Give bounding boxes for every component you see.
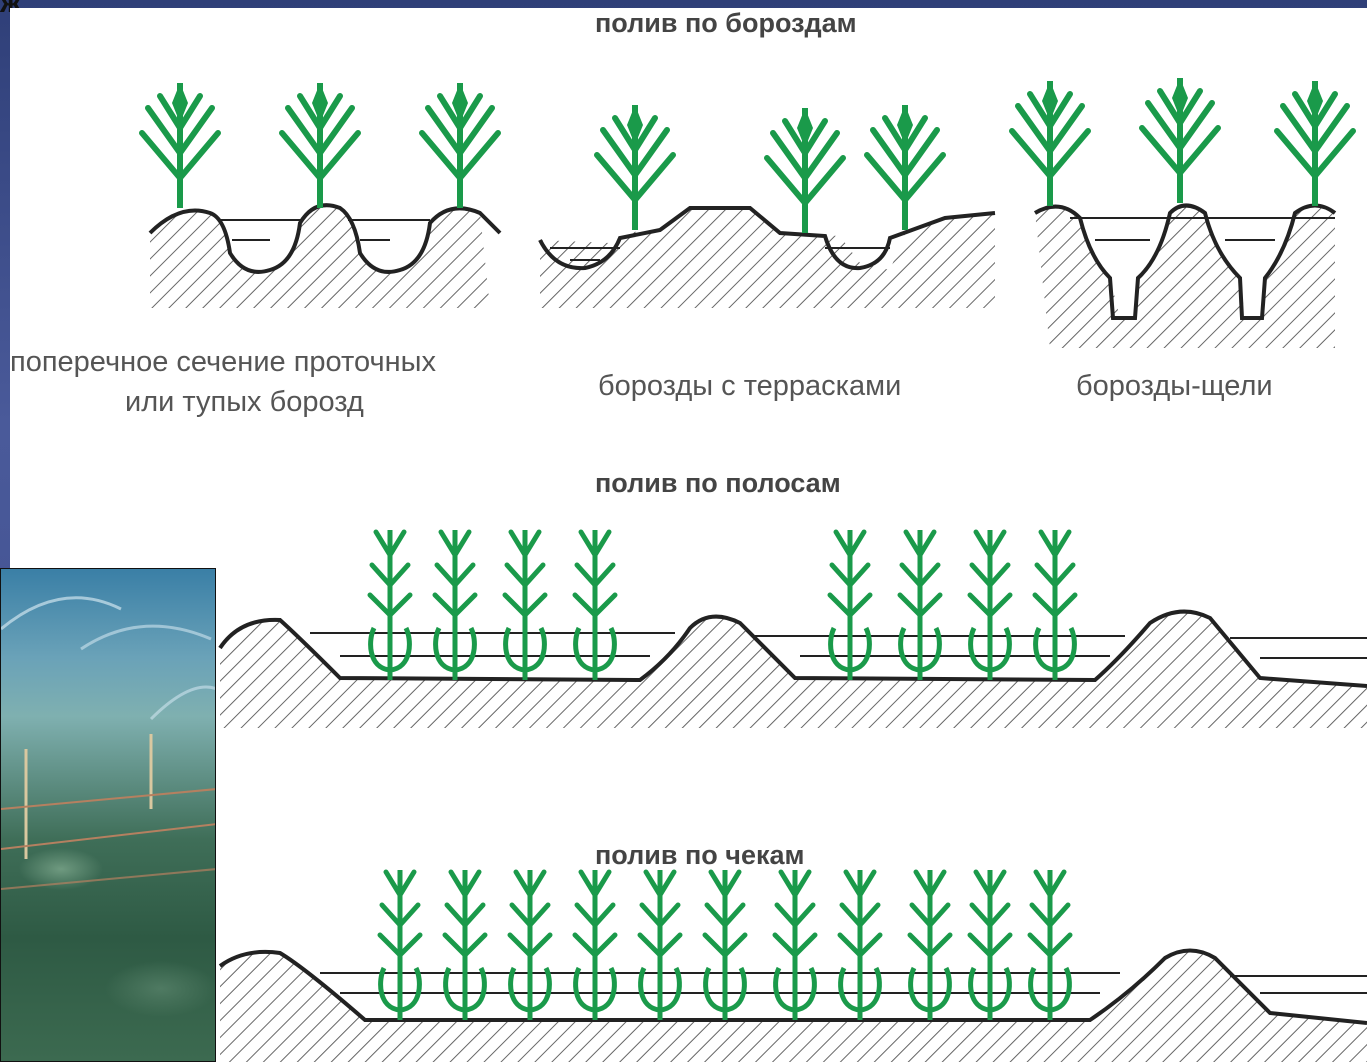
heading-checks: полив по чекам [595, 840, 804, 871]
terraced-furrows [540, 105, 995, 308]
heading-strips: полив по полосам [595, 468, 841, 499]
label-cross-section-line1: поперечное сечение проточных [10, 346, 436, 379]
strip-irrigation [220, 530, 1367, 728]
sprinkler-photo-drawing [1, 569, 216, 1062]
check-irrigation [220, 870, 1367, 1062]
slit-furrows [1012, 78, 1353, 348]
label-cross-section-line2: или тупых борозд [125, 386, 364, 419]
label-terraced: борозды с террасками [598, 370, 901, 403]
heading-furrows: полив по бороздам [595, 8, 857, 39]
furrow-cross-section [142, 83, 500, 308]
sprinkler-photo [0, 568, 216, 1062]
label-slit: борозды-щели [1076, 370, 1273, 403]
